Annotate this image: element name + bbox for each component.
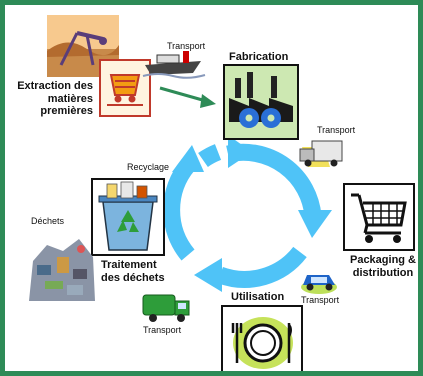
utilisation-label: Utilisation	[231, 291, 285, 303]
transport-garbage-label: Transport	[143, 325, 182, 335]
transport-car-label: Transport	[301, 295, 340, 305]
ship-icon	[142, 51, 206, 79]
transport-ship-label: Transport	[167, 41, 206, 51]
waste-label: Déchets	[31, 216, 65, 226]
shopping-cart-icon	[351, 193, 407, 243]
mine-cart-box	[99, 59, 151, 117]
packaging-label: Packaging & distribution	[349, 254, 417, 279]
packaging-box	[343, 183, 415, 251]
factory-icon	[225, 66, 297, 138]
recycling-label: Recyclage	[127, 162, 170, 172]
truck-icon	[299, 140, 343, 167]
fabrication-label: Fabrication	[229, 51, 289, 63]
car-icon	[301, 275, 337, 294]
recycle-box	[91, 178, 165, 256]
plate-icon	[231, 317, 293, 369]
mine-cart-icon	[101, 61, 149, 115]
waste-treatment-label: Traitement des déchets	[101, 259, 165, 284]
plate-box	[221, 305, 303, 371]
factory-box	[223, 64, 299, 140]
recycle-bin-icon	[98, 181, 158, 251]
waste-pile-icon	[29, 239, 95, 301]
garbage-truck-icon	[142, 294, 190, 322]
transport-truck-label: Transport	[317, 125, 356, 135]
extraction-label: Extraction des matières premières	[17, 80, 93, 118]
